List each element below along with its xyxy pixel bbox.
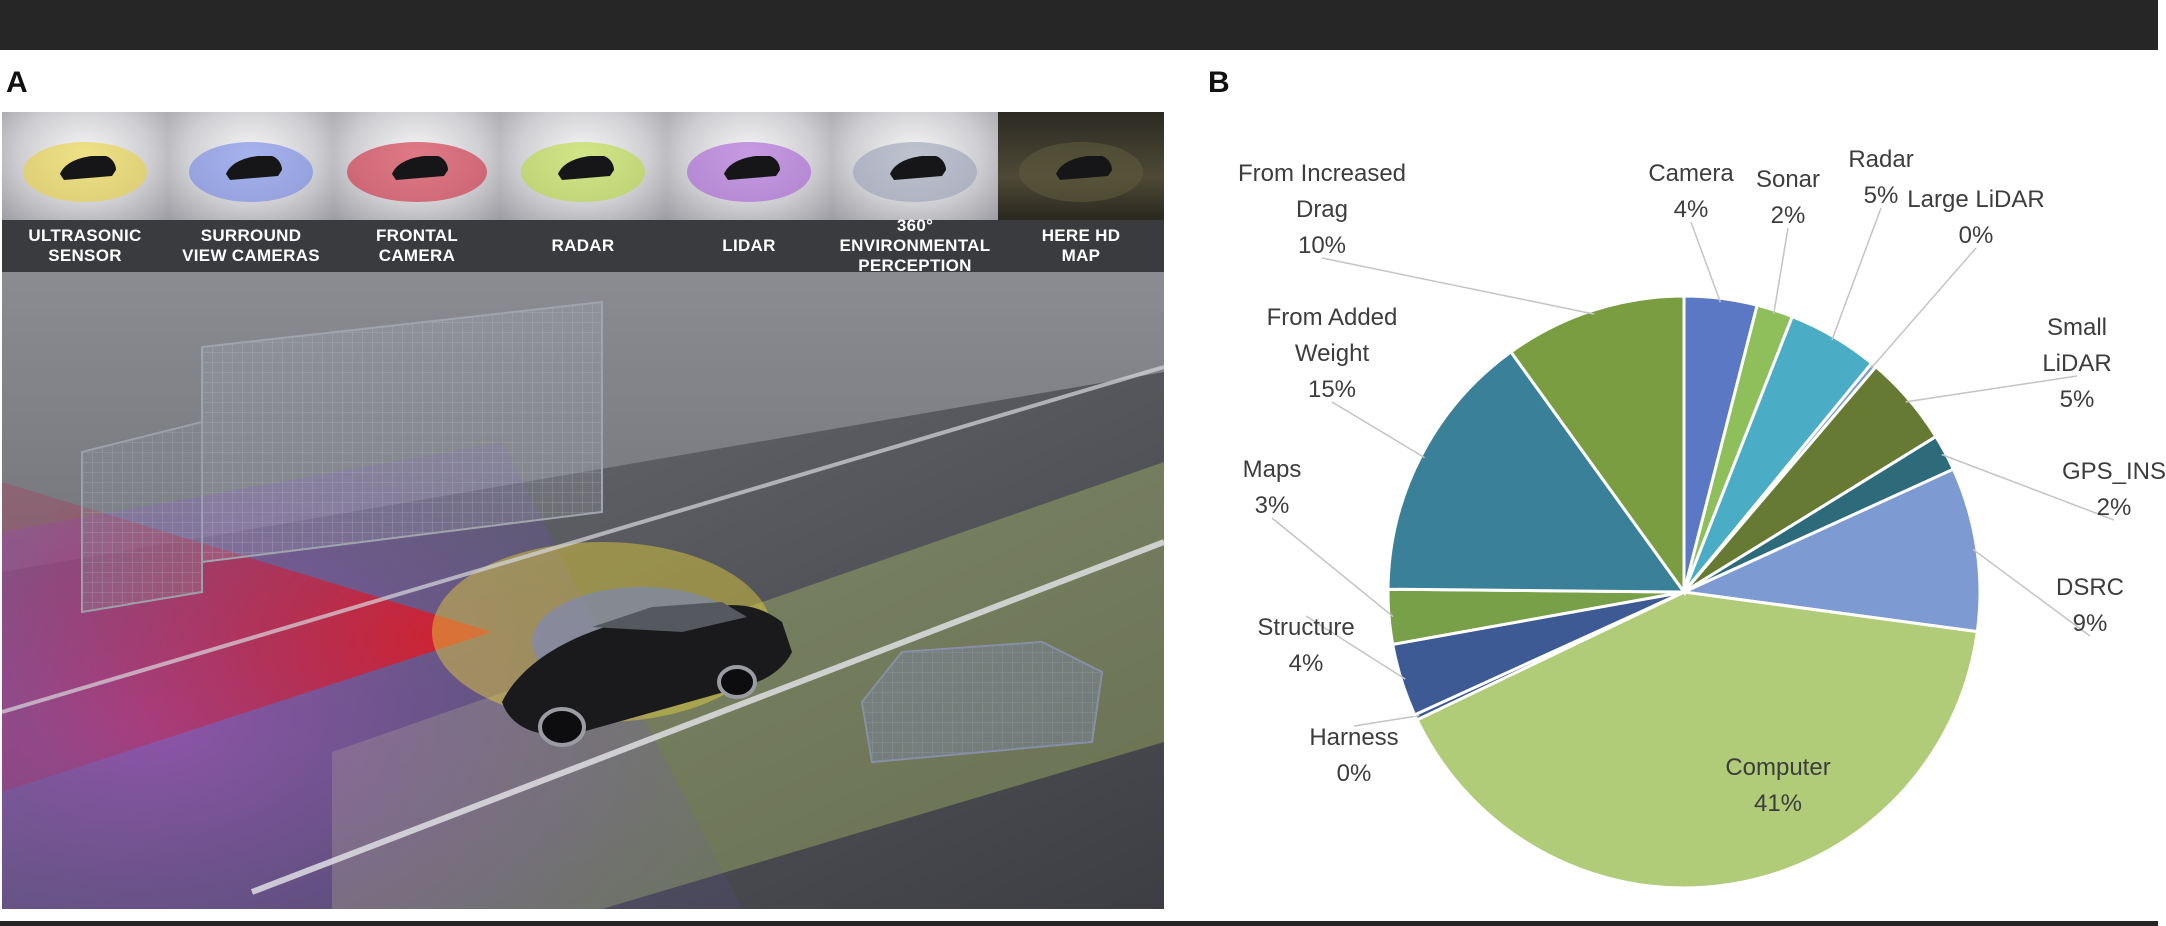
sensor-label: LIDAR bbox=[666, 220, 832, 272]
sensor-label: ULTRASONIC SENSOR bbox=[2, 220, 168, 272]
truck-voxel-model bbox=[81, 300, 603, 614]
pie-data-label: GPS_INS 2% bbox=[2061, 458, 2166, 521]
panel-b-letter: B bbox=[1208, 66, 1230, 99]
sensor-label: RADAR bbox=[500, 220, 666, 272]
sensor-surround-view: SURROUND VIEW CAMERAS bbox=[168, 112, 334, 272]
car-icon bbox=[724, 156, 780, 180]
car-icon bbox=[60, 156, 116, 180]
pie-leader-line bbox=[1690, 221, 1722, 303]
pie-leader-line bbox=[1831, 207, 1882, 341]
car-icon bbox=[226, 156, 282, 180]
pie-leader-line bbox=[1870, 247, 1977, 369]
sensor-thumb-art bbox=[347, 142, 487, 202]
sensor-thumb-art bbox=[521, 142, 645, 202]
sensor-thumb-art bbox=[853, 142, 977, 202]
sensor-thumb bbox=[666, 112, 832, 220]
lane-line bbox=[250, 539, 1166, 895]
top-dark-bar bbox=[0, 0, 2158, 50]
cost-breakdown-pie-chart: Camera 4% Sonar 2% Radar 5%Large LiDAR 0% S… bbox=[1170, 90, 2166, 920]
panel-a-letter: A bbox=[6, 66, 28, 99]
car-voxel-model bbox=[860, 640, 1104, 764]
pie-leader-line bbox=[1972, 548, 2091, 637]
pie-slice-from-increased-drag bbox=[1508, 294, 1686, 597]
car-icon bbox=[1056, 156, 1112, 180]
sensor-label: HERE HD MAP bbox=[998, 220, 1164, 272]
pie-data-label: Harness 0% bbox=[1309, 724, 1399, 787]
pie-leader-line bbox=[1305, 615, 1406, 680]
pie-leader-line bbox=[1271, 517, 1394, 618]
pie-data-label: From Added Weight 15% bbox=[1266, 304, 1398, 403]
pie-leader-line bbox=[1772, 227, 1789, 315]
pie-leader-line bbox=[1353, 714, 1420, 727]
pie-svg bbox=[1271, 207, 2115, 890]
sensor-thumb bbox=[2, 112, 168, 220]
sensor-radar: RADAR bbox=[500, 112, 666, 272]
pie-data-label: Small LiDAR 5% bbox=[2042, 314, 2112, 413]
pie-leader-line bbox=[1941, 453, 2115, 521]
pie-slice-computer bbox=[1415, 590, 1980, 890]
bottom-dark-bar bbox=[0, 921, 2158, 926]
sensor-label: 360° ENVIRONMENTAL PERCEPTION bbox=[832, 216, 998, 275]
pie-slice-dsrc bbox=[1678, 467, 1982, 634]
pie-data-label: Computer 41% bbox=[1725, 754, 1831, 817]
pie-data-label: Large LiDAR 0% bbox=[1907, 186, 2045, 249]
sensor-thumb bbox=[334, 112, 500, 220]
ego-car bbox=[502, 602, 792, 747]
lane-line bbox=[1, 365, 1165, 714]
car-icon bbox=[392, 156, 448, 180]
sensor-ultrasonic: ULTRASONIC SENSOR bbox=[2, 112, 168, 272]
pie-leader-line bbox=[1321, 257, 1595, 315]
sensor-strip: ULTRASONIC SENSOR SURROUND VIEW CAMERAS … bbox=[2, 112, 1164, 275]
sensor-label: FRONTAL CAMERA bbox=[334, 220, 500, 272]
sensor-thumb bbox=[168, 112, 334, 220]
pie-data-label: Structure 4% bbox=[1257, 614, 1355, 677]
sensor-illustration: ULTRASONIC SENSOR SURROUND VIEW CAMERAS … bbox=[1, 112, 1166, 909]
pie-data-label: From Increased Drag 10% bbox=[1237, 160, 1407, 259]
sensor-thumb bbox=[998, 112, 1164, 220]
sensor-thumb-art bbox=[189, 142, 313, 202]
pie-data-label: Camera 4% bbox=[1648, 160, 1734, 223]
sensor-label: SURROUND VIEW CAMERAS bbox=[168, 220, 334, 272]
pie-data-label: Maps 3% bbox=[1242, 456, 1302, 519]
car-icon bbox=[558, 156, 614, 180]
pie-leader-line bbox=[1331, 401, 1426, 459]
pie-data-label: DSRC 9% bbox=[2055, 574, 2125, 637]
sensor-lidar: LIDAR bbox=[666, 112, 832, 272]
sensor-thumb-art bbox=[23, 142, 147, 202]
sensor-thumb-art bbox=[687, 142, 811, 202]
driving-scene bbox=[1, 272, 1166, 909]
sensor-hd-map: HERE HD MAP bbox=[998, 112, 1164, 272]
pie-data-label: Radar 5% bbox=[1848, 146, 1914, 209]
sensor-environmental-perception: 360° ENVIRONMENTAL PERCEPTION bbox=[832, 112, 998, 275]
sensor-thumb-art bbox=[1019, 142, 1143, 202]
pie-leader-line bbox=[1905, 375, 2078, 403]
sensor-thumb bbox=[500, 112, 666, 220]
sensor-thumb bbox=[832, 112, 998, 220]
sensor-frontal-camera: FRONTAL CAMERA bbox=[334, 112, 500, 272]
pie-data-label: Sonar 2% bbox=[1755, 166, 1821, 229]
car-icon bbox=[890, 156, 946, 180]
